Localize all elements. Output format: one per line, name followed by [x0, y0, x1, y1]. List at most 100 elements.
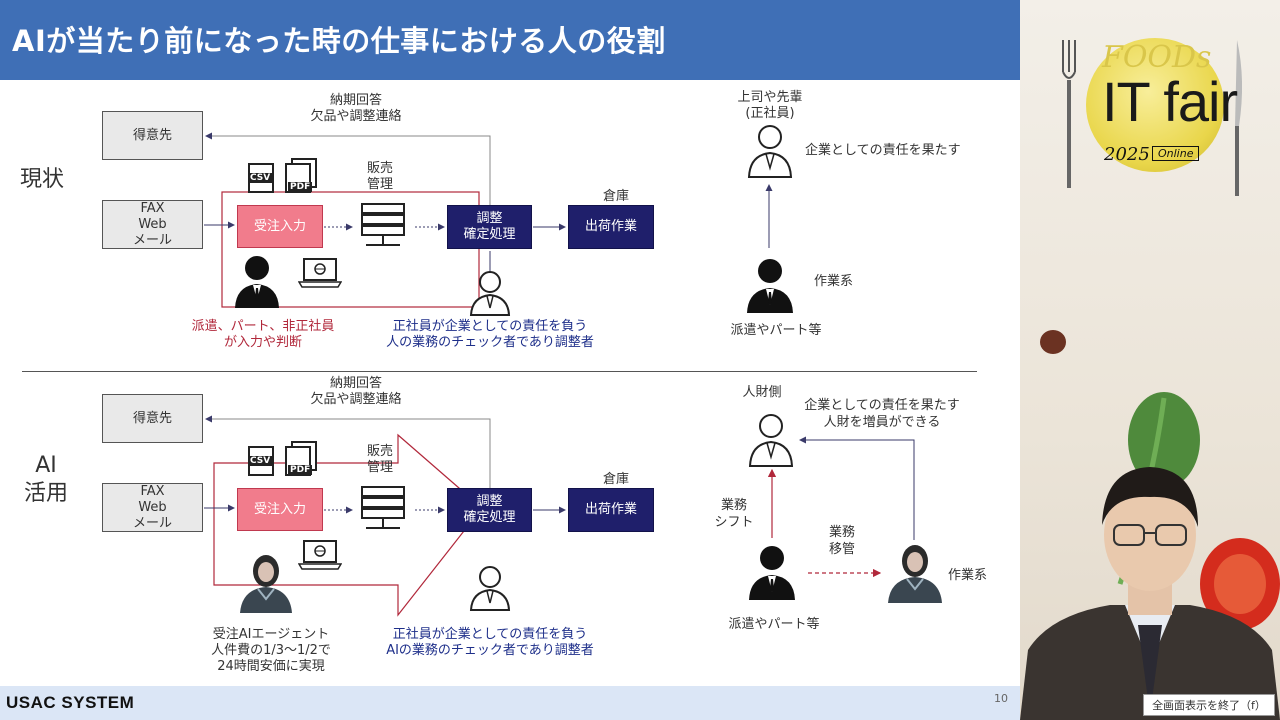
bottom-section-label-1: AI — [35, 453, 57, 478]
top-boss-role: 企業としての責任を果たす — [805, 143, 961, 158]
logo-it-fair-text: IT fair — [1102, 70, 1238, 133]
top-feedback-label-1: 納期回答 — [329, 93, 382, 108]
top-customer-box: 得意先 — [102, 111, 203, 160]
logo-year-text: 2025 — [1104, 144, 1150, 165]
server-icon — [361, 203, 405, 246]
server-icon-bottom — [361, 486, 405, 529]
worker-person-icon-bottom — [749, 546, 795, 600]
pdf-icon-text-bottom: PDF — [288, 465, 313, 475]
bottom-staff-note-2: AIの業務のチェック者であり調整者 — [386, 643, 594, 658]
top-sales-mgmt-2: 管理 — [366, 177, 393, 192]
bottom-warehouse-label: 倉庫 — [602, 472, 629, 487]
presenter-silhouette — [1020, 467, 1280, 720]
top-worker-role: 作業系 — [814, 274, 854, 289]
bottom-hr-note-2: 人財を増員ができる — [823, 415, 941, 430]
title-bar — [0, 0, 1020, 80]
section-divider — [22, 371, 977, 372]
exit-fullscreen-button[interactable]: 全画面表示を終了（f） — [1143, 694, 1275, 716]
bottom-hr-label: 人財側 — [742, 385, 782, 400]
laptop-icon — [298, 258, 342, 288]
top-feedback-label-2: 欠品や調整連絡 — [310, 109, 402, 124]
csv-icon-text: CSV — [248, 173, 273, 183]
top-adjust-1: 調整 — [476, 211, 503, 226]
bottom-agent-note-1: 受注AIエージェント — [212, 627, 330, 642]
logo-foods-text: FOODs — [1102, 40, 1212, 75]
bottom-shift-1: 業務 — [720, 498, 747, 513]
bottom-agent-note-3: 24時間安価に実現 — [217, 659, 325, 674]
tomato-icon — [1200, 538, 1280, 630]
bottom-ai-scope — [213, 433, 483, 617]
top-worker-label: 派遣やパート等 — [730, 323, 822, 338]
bottom-feedback-label-2: 欠品や調整連絡 — [310, 392, 402, 407]
top-worker-note-2: が入力や判断 — [223, 335, 302, 350]
top-sales-mgmt-1: 販売 — [366, 161, 393, 176]
top-staff-note-1: 正社員が企業としての責任を負う — [392, 319, 588, 334]
bottom-shipping-box: 出荷作業 — [568, 488, 654, 532]
knife-icon — [1235, 40, 1243, 196]
pdf-icon-text: PDF — [288, 182, 313, 192]
csv-file-icon-bottom: CSV — [248, 446, 274, 476]
top-warehouse-label: 倉庫 — [602, 189, 629, 204]
ai-agent-avatar-icon — [240, 555, 292, 613]
bottom-input-box: FAX Web メール — [102, 483, 203, 532]
bottom-transfer-1: 業務 — [828, 525, 855, 540]
bottom-customer-box: 得意先 — [102, 394, 203, 443]
bottom-adjust-box: 調整 確定処理 — [447, 488, 532, 532]
hr-person-icon — [748, 414, 794, 467]
bottom-worker-label: 派遣やパート等 — [728, 617, 820, 632]
slide-title: AIが当たり前になった時の仕事における人の役割 — [12, 24, 666, 58]
top-input-mail: メール — [132, 232, 172, 248]
bottom-worker-role: 作業系 — [948, 568, 988, 583]
top-human-scope — [221, 191, 480, 308]
bottom-section-label-2: 活用 — [23, 481, 68, 506]
top-adjust-2: 確定処理 — [463, 227, 516, 242]
worker-person-icon-right — [747, 259, 793, 313]
bottom-adjust-1: 調整 — [476, 494, 503, 509]
laptop-icon-bottom — [298, 540, 342, 570]
top-input-fax: FAX — [140, 200, 165, 216]
bottom-agent-note-2: 人件費の1/3～1/2で — [211, 643, 331, 658]
bottom-transfer-2: 移管 — [828, 542, 855, 557]
ai-worker-avatar-icon — [888, 545, 942, 603]
bottom-sales-mgmt-2: 管理 — [366, 460, 393, 475]
top-staff-note-2: 人の業務のチェック者であり調整者 — [386, 335, 594, 350]
spice-icon — [1040, 330, 1066, 354]
csv-file-icon: CSV — [248, 163, 274, 193]
bottom-input-mail: メール — [132, 515, 172, 531]
bottom-hr-note-1: 企業としての責任を果たす — [804, 398, 960, 413]
bottom-feedback-line — [205, 415, 491, 488]
page-number: 10 — [994, 692, 1008, 705]
top-feedback-line — [205, 132, 491, 205]
fork-icon — [1062, 40, 1076, 188]
bottom-hr-arrow — [799, 436, 915, 540]
top-worker-note-1: 派遣、パート、非正社員 — [191, 319, 335, 334]
bottom-staff-note-1: 正社員が企業としての責任を負う — [392, 627, 588, 642]
footer-brand: USAC SYSTEM — [6, 693, 135, 712]
event-logo-disc — [1086, 38, 1224, 172]
bottom-adjust-2: 確定処理 — [463, 510, 516, 525]
diagram-connectors — [204, 132, 915, 617]
top-section-label: 現状 — [20, 167, 65, 192]
slide-footer — [0, 686, 1020, 720]
bottom-input-web: Web — [138, 499, 167, 515]
boss-person-icon — [747, 125, 793, 178]
logo-online-badge: Online — [1152, 146, 1200, 161]
bottom-order-entry-box: 受注入力 — [237, 488, 323, 531]
worker-person-icon — [235, 256, 279, 308]
top-boss-label-2: (正社員) — [745, 106, 795, 121]
bottom-shift-2: シフト — [714, 515, 754, 530]
bottom-input-fax: FAX — [140, 483, 165, 499]
staff-person-icon-bottom — [469, 566, 511, 611]
staff-person-icon — [469, 271, 511, 316]
presentation-slide: AIが当たり前になった時の仕事における人の役割 現状 納期回答 欠品や調整連絡 … — [0, 0, 1020, 720]
top-shipping-box: 出荷作業 — [568, 205, 654, 249]
bottom-sales-mgmt-1: 販売 — [366, 444, 393, 459]
bottom-feedback-label-1: 納期回答 — [329, 376, 382, 391]
top-boss-label-1: 上司や先輩 — [737, 90, 803, 105]
csv-icon-text-bottom: CSV — [248, 456, 273, 466]
top-adjust-box: 調整 確定処理 — [447, 205, 532, 249]
pdf-file-icon: PDF — [285, 158, 319, 196]
pdf-file-icon-bottom: PDF — [285, 441, 319, 479]
top-input-box: FAX Web メール — [102, 200, 203, 249]
top-order-entry-box: 受注入力 — [237, 205, 323, 248]
